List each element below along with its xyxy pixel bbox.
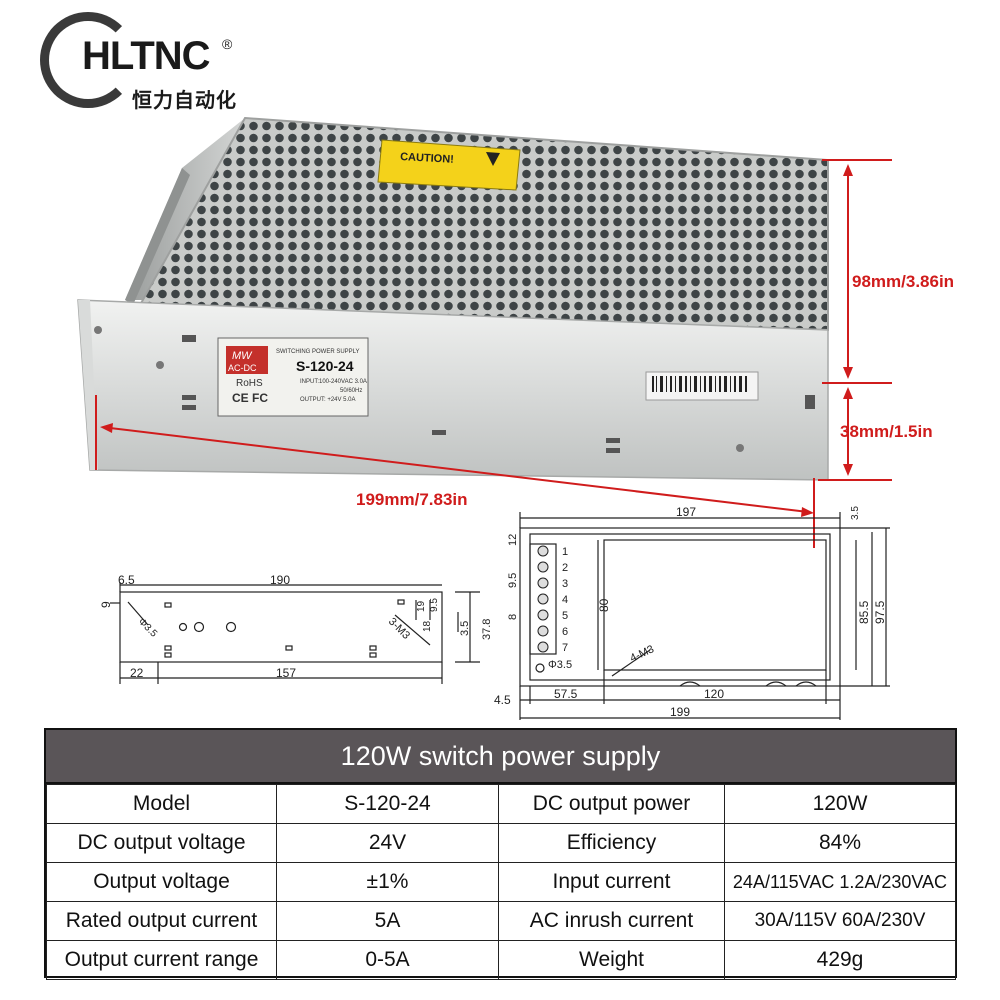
spec-value-ac-inrush-current: 30A/115V 60A/230V [724, 901, 956, 941]
table-row: DC output voltage 24V Efficiency 84% [46, 823, 956, 863]
dim-197: 197 [676, 505, 696, 519]
dim-3m3: 3-M3 [386, 616, 412, 642]
table-row: Model S-120-24 DC output power 120W [46, 784, 956, 824]
label-output: OUTPUT: +24V 5.0A [300, 397, 356, 403]
spec-label-dc-output-power: DC output power [498, 784, 725, 824]
dim-80: 80 [597, 598, 611, 612]
spec-value-efficiency: 84% [724, 823, 956, 863]
dim-97-5: 97.5 [873, 600, 887, 624]
dimension-arrows [95, 159, 892, 548]
spec-value-model: S-120-24 [276, 784, 499, 824]
label-input: INPUT:100-240VAC 3.0A [300, 379, 367, 385]
table-row: Output current range 0-5A Weight 429g [46, 940, 956, 980]
terminal-6: 6 [562, 626, 568, 638]
dim-8: 8 [507, 614, 519, 620]
terminal-3: 3 [562, 578, 568, 590]
dim-85-5: 85.5 [857, 600, 871, 624]
dim-57-5: 57.5 [554, 687, 578, 701]
brand-logo: HLTNC ® 恒力自动化 [40, 12, 240, 112]
side-view-drawing [110, 582, 480, 684]
label-certs: CE FC [232, 391, 268, 405]
spec-value-dc-output-voltage: 24V [276, 823, 499, 863]
dim-3-5-side: 3.5 [459, 621, 471, 636]
dim-6-5: 6.5 [118, 573, 135, 587]
terminal-7: 7 [562, 642, 568, 654]
psu-top-lid: CAUTION! [138, 116, 829, 332]
length-dimension-label: 199mm/7.83in [356, 490, 468, 509]
logo-text: HLTNC [82, 34, 211, 78]
dim-190: 190 [270, 573, 290, 587]
depth-dimension-label: 38mm/1.5in [840, 422, 933, 441]
dim-37-8: 37.8 [481, 619, 493, 640]
spec-label-model: Model [46, 784, 277, 824]
spec-label-ac-inrush-current: AC inrush current [498, 901, 725, 941]
spec-value-rated-output-current: 5A [276, 901, 499, 941]
label-model: S-120-24 [296, 358, 354, 374]
dim-19: 19 [416, 600, 427, 612]
spec-table: Model S-120-24 DC output power 120W DC o… [46, 784, 956, 980]
spec-value-dc-output-power: 120W [724, 784, 956, 824]
spec-value-output-voltage: ±1% [276, 862, 499, 902]
label-freq: 50/60Hz [340, 388, 362, 394]
spec-value-input-current: 24A/115VAC 1.2A/230VAC [724, 862, 956, 902]
brand-mark: MW [232, 350, 253, 362]
top-view-drawing [519, 512, 890, 720]
dim-199: 199 [670, 705, 690, 719]
height-dimension-label: 98mm/3.86in [852, 272, 955, 291]
table-row: Rated output current 5A AC inrush curren… [46, 901, 956, 941]
dim-phi35-top: Φ3.5 [548, 659, 572, 671]
dim-9-5-top: 9.5 [507, 573, 519, 588]
spec-label-weight: Weight [498, 940, 725, 980]
terminal-1: 1 [562, 546, 568, 558]
dim-4-5: 4.5 [494, 693, 511, 707]
spec-label-dc-output-voltage: DC output voltage [46, 823, 277, 863]
dim-12: 12 [507, 534, 519, 546]
spec-label-rated-output-current: Rated output current [46, 901, 277, 941]
dim-phi35-side: Φ3.5 [136, 616, 160, 640]
spec-label-output-current-range: Output current range [46, 940, 277, 980]
spec-label-efficiency: Efficiency [498, 823, 725, 863]
dim-18: 18 [422, 620, 433, 632]
label-header: SWITCHING POWER SUPPLY [276, 349, 360, 355]
caution-label: CAUTION! [400, 151, 454, 166]
terminal-4: 4 [562, 594, 568, 606]
registered-mark: ® [222, 36, 233, 52]
product-label: MW AC-DC SWITCHING POWER SUPPLY S-120-24… [217, 337, 369, 417]
spec-value-weight: 429g [724, 940, 956, 980]
table-row: Output voltage ±1% Input current 24A/115… [46, 862, 956, 902]
product-illustration: CAUTION! MW [77, 116, 892, 720]
terminal-2: 2 [562, 562, 568, 574]
dim-9: 9 [99, 601, 113, 608]
spec-table-container: 120W switch power supply Model S-120-24 … [44, 728, 957, 980]
dim-157: 157 [276, 666, 296, 680]
dim-120: 120 [704, 687, 724, 701]
terminal-block [537, 545, 549, 653]
spec-title: 120W switch power supply [46, 730, 955, 784]
dim-3-5-top: 3.5 [850, 506, 861, 520]
spec-value-output-current-range: 0-5A [276, 940, 499, 980]
brand-sub: AC-DC [228, 363, 257, 373]
dim-22: 22 [130, 666, 144, 680]
spec-label-input-current: Input current [498, 862, 725, 902]
logo-chinese-name: 恒力自动化 [132, 90, 237, 112]
dim-9-5-side: 9.5 [429, 598, 440, 612]
terminal-5: 5 [562, 610, 568, 622]
spec-label-output-voltage: Output voltage [46, 862, 277, 902]
psu-front-panel [77, 299, 829, 481]
label-rohs: RoHS [236, 378, 263, 389]
dim-4m3: 4-M3 [628, 643, 656, 664]
logo-ring-icon [40, 12, 136, 108]
